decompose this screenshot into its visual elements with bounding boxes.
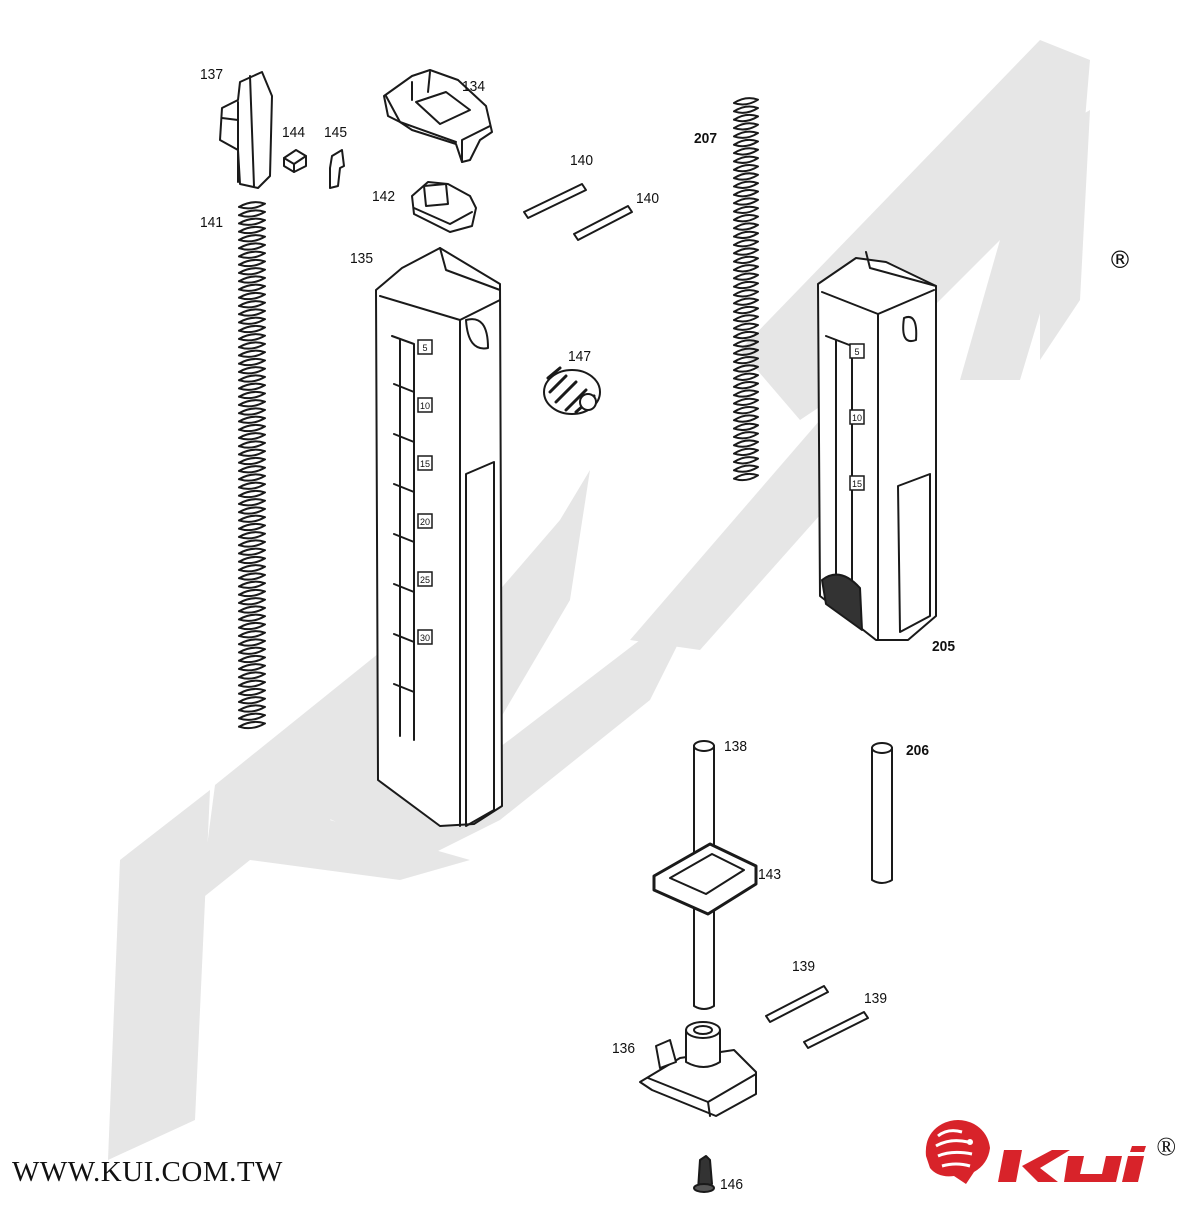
label-part-147: 147: [568, 348, 592, 365]
spring-coils: [733, 97, 759, 482]
magazine-135-mark-box: [417, 513, 433, 529]
magazine-135-mark-box: [417, 571, 433, 587]
magazine-135-round-marks: 5 10 15 20 25 30: [417, 339, 433, 645]
magazine-135-mark-box: [417, 455, 433, 471]
label-part-144: 144: [282, 124, 306, 141]
part-136-base-plate: [639, 1021, 757, 1117]
label-part-137: 137: [200, 66, 224, 83]
label-part-139-b: 139: [864, 990, 888, 1007]
part-141-spring: [238, 201, 266, 730]
magazine-135-mark-label: 30: [420, 633, 430, 643]
magazine-135-mark-label: 10: [420, 401, 430, 411]
magazine-205-mark-label: 10: [852, 413, 862, 423]
part-207-spring: [733, 97, 759, 482]
label-part-139-a: 139: [792, 958, 816, 975]
magazine-205-mark-box: [849, 409, 865, 425]
part-137-follower: [219, 71, 273, 189]
brand-registered-mark: ®: [1156, 1132, 1176, 1161]
label-part-146: 146: [720, 1176, 744, 1193]
magazine-205-mark-box: [849, 343, 865, 359]
label-part-141: 141: [200, 214, 224, 231]
label-part-140-a: 140: [570, 152, 594, 169]
spring-coils: [238, 201, 266, 730]
kui-wordmark-icon: [998, 1146, 1146, 1182]
label-part-145: 145: [324, 124, 348, 141]
part-146-valve-stem: [693, 1155, 715, 1193]
part-139-pin-a: [765, 985, 829, 1023]
label-part-136: 136: [612, 1040, 636, 1057]
magazine-205-mark-label: 15: [852, 479, 862, 489]
magazine-135-mark-box: [417, 629, 433, 645]
part-145-latch: [329, 149, 345, 189]
website-url[interactable]: WWW.KUI.COM.TW: [12, 1156, 283, 1188]
label-part-140-b: 140: [636, 190, 660, 207]
part-206-rod: [871, 742, 893, 884]
part-134-top-block: [383, 69, 493, 163]
part-147-valve: [543, 366, 601, 415]
part-144-small-block: [283, 149, 307, 173]
magazine-205-mark-label: 5: [854, 347, 859, 357]
part-135-magazine: [375, 247, 503, 827]
label-part-142: 142: [372, 188, 396, 205]
part-139-pin-b: [803, 1011, 869, 1049]
label-part-135: 135: [350, 250, 374, 267]
label-part-207: 207: [694, 130, 718, 147]
label-part-205: 205: [932, 638, 956, 655]
magazine-205-mark-box: [849, 475, 865, 491]
magazine-135-mark-label: 5: [422, 343, 427, 353]
magazine-135-mark-label: 15: [420, 459, 430, 469]
part-205-magazine-assembled: [817, 251, 937, 641]
magazine-135-mark-label: 20: [420, 517, 430, 527]
part-143-gasket: [652, 842, 758, 916]
part-140-pin-a: [523, 183, 587, 219]
lion-head-logo-icon: [925, 1120, 1146, 1184]
label-part-138: 138: [724, 738, 748, 755]
kui-brand-logo: ®: [918, 1112, 1188, 1192]
label-part-134: 134: [462, 78, 486, 95]
magazine-135-mark-box: [417, 339, 433, 355]
magazine-135-mark-box: [417, 397, 433, 413]
part-142-seal-block: [411, 181, 477, 233]
registered-mark: ®: [1108, 246, 1132, 274]
part-140-pin-b: [573, 205, 633, 241]
magazine-135-mark-label: 25: [420, 575, 430, 585]
label-part-143: 143: [758, 866, 782, 883]
label-part-206: 206: [906, 742, 930, 759]
magazine-205-round-marks: 5 10 15: [849, 343, 865, 491]
